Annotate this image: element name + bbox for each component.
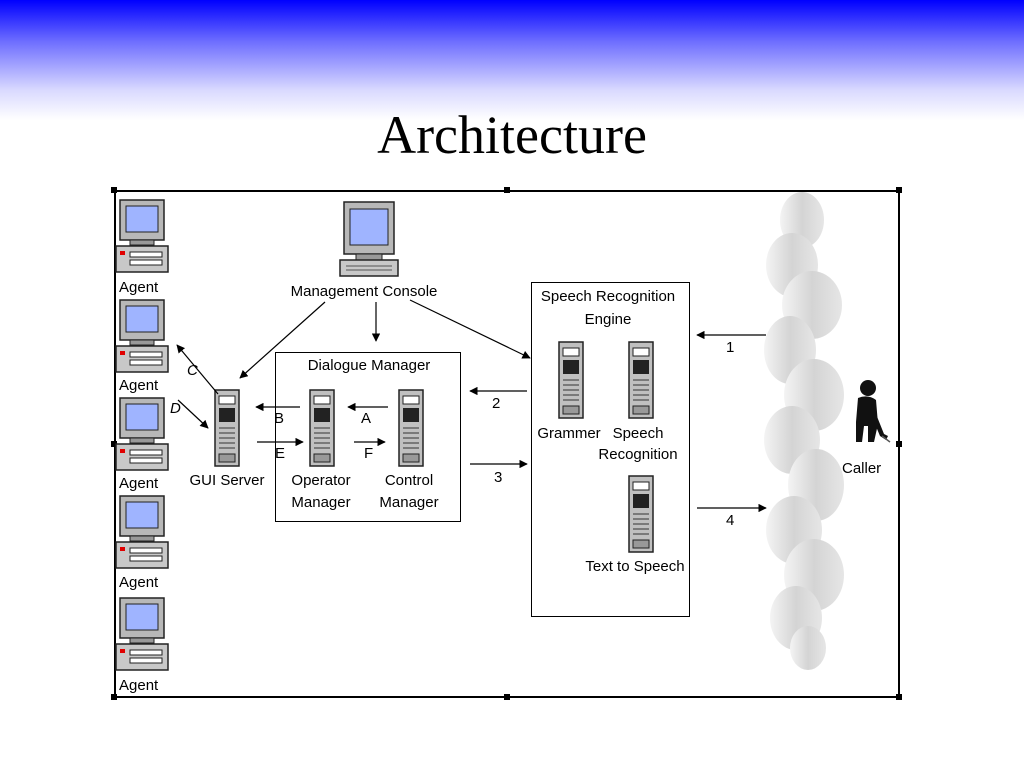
agent-label: Agent — [119, 574, 159, 591]
edge-label-3: 3 — [494, 469, 503, 486]
operator-manager-label: Manager — [291, 494, 351, 511]
server-icon — [628, 341, 654, 419]
server-icon — [558, 341, 584, 419]
caller-label: Caller — [842, 460, 882, 477]
selection-handle[interactable] — [896, 187, 902, 193]
selection-handle[interactable] — [896, 441, 902, 447]
caller-icon — [856, 380, 891, 443]
cloud-icon — [764, 192, 844, 670]
agent-label: Agent — [119, 677, 159, 694]
selection-handle[interactable] — [111, 694, 117, 700]
computer-icon — [115, 495, 169, 569]
agent-label: Agent — [119, 377, 159, 394]
grammer-label: Grammer — [537, 425, 601, 442]
speech-engine-label: Engine — [584, 311, 632, 328]
computer-icon — [339, 201, 399, 277]
agent-label: Agent — [119, 475, 159, 492]
edge-label-b: B — [274, 410, 285, 427]
edge-label-a: A — [361, 410, 372, 427]
agent-label: Agent — [119, 279, 159, 296]
server-icon — [214, 389, 240, 467]
control-manager-label: Control — [384, 472, 434, 489]
edge-label-e: E — [275, 445, 286, 462]
speech-recognition-label: Recognition — [598, 446, 678, 463]
selection-handle[interactable] — [504, 187, 510, 193]
dialogue-manager-label: Dialogue Manager — [307, 357, 431, 374]
server-icon — [309, 389, 335, 467]
computer-icon — [115, 199, 169, 273]
edge-label-4: 4 — [726, 512, 735, 529]
edge-label-d: D — [170, 400, 181, 417]
dialogue-manager-box[interactable] — [275, 352, 461, 522]
edge-label-c: C — [187, 362, 198, 379]
slide-title: Architecture — [377, 105, 647, 165]
selection-handle[interactable] — [896, 694, 902, 700]
speech-engine-label: Speech Recognition — [540, 288, 676, 305]
selection-handle[interactable] — [111, 441, 117, 447]
edge-label-1: 1 — [726, 339, 735, 356]
speech-recognition-label: Speech — [612, 425, 664, 442]
selection-handle[interactable] — [111, 187, 117, 193]
edge-label-2: 2 — [492, 395, 501, 412]
title-band — [0, 0, 1024, 120]
control-manager-label: Manager — [379, 494, 439, 511]
operator-manager-label: Operator — [291, 472, 351, 489]
computer-icon — [115, 299, 169, 373]
selection-handle[interactable] — [504, 694, 510, 700]
gui-server-label: GUI Server — [189, 472, 265, 489]
server-icon — [398, 389, 424, 467]
computer-icon — [115, 597, 169, 671]
speech-recognition-engine-box[interactable] — [531, 282, 690, 617]
computer-icon — [115, 397, 169, 471]
management-console-label: Management Console — [290, 283, 438, 300]
text-to-speech-label: Text to Speech — [585, 558, 685, 575]
edge-label-f: F — [364, 445, 374, 462]
server-icon — [628, 475, 654, 553]
